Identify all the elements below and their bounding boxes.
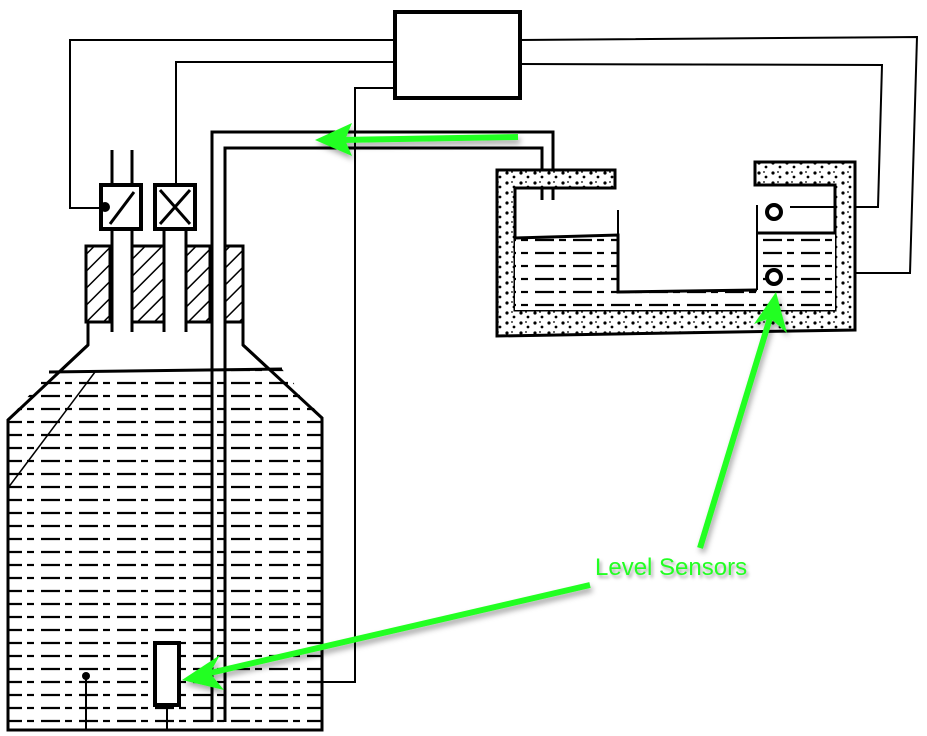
- u-tank: [497, 162, 855, 336]
- flow-arrow: [315, 123, 518, 156]
- wire-controller-valve1: [70, 40, 395, 208]
- wire-controller-valve2: [176, 62, 395, 185]
- float-sensor-upper: [767, 205, 781, 219]
- controller-box: [395, 12, 520, 98]
- wire-controller-bottle-sensor: [322, 88, 395, 682]
- tank-liquid: [515, 233, 835, 310]
- solenoid-valve-1: [100, 185, 141, 229]
- solenoid-valve-2: [155, 185, 195, 229]
- float-sensor-lower: [767, 270, 781, 284]
- level-sensors-label: Level Sensors: [595, 554, 747, 582]
